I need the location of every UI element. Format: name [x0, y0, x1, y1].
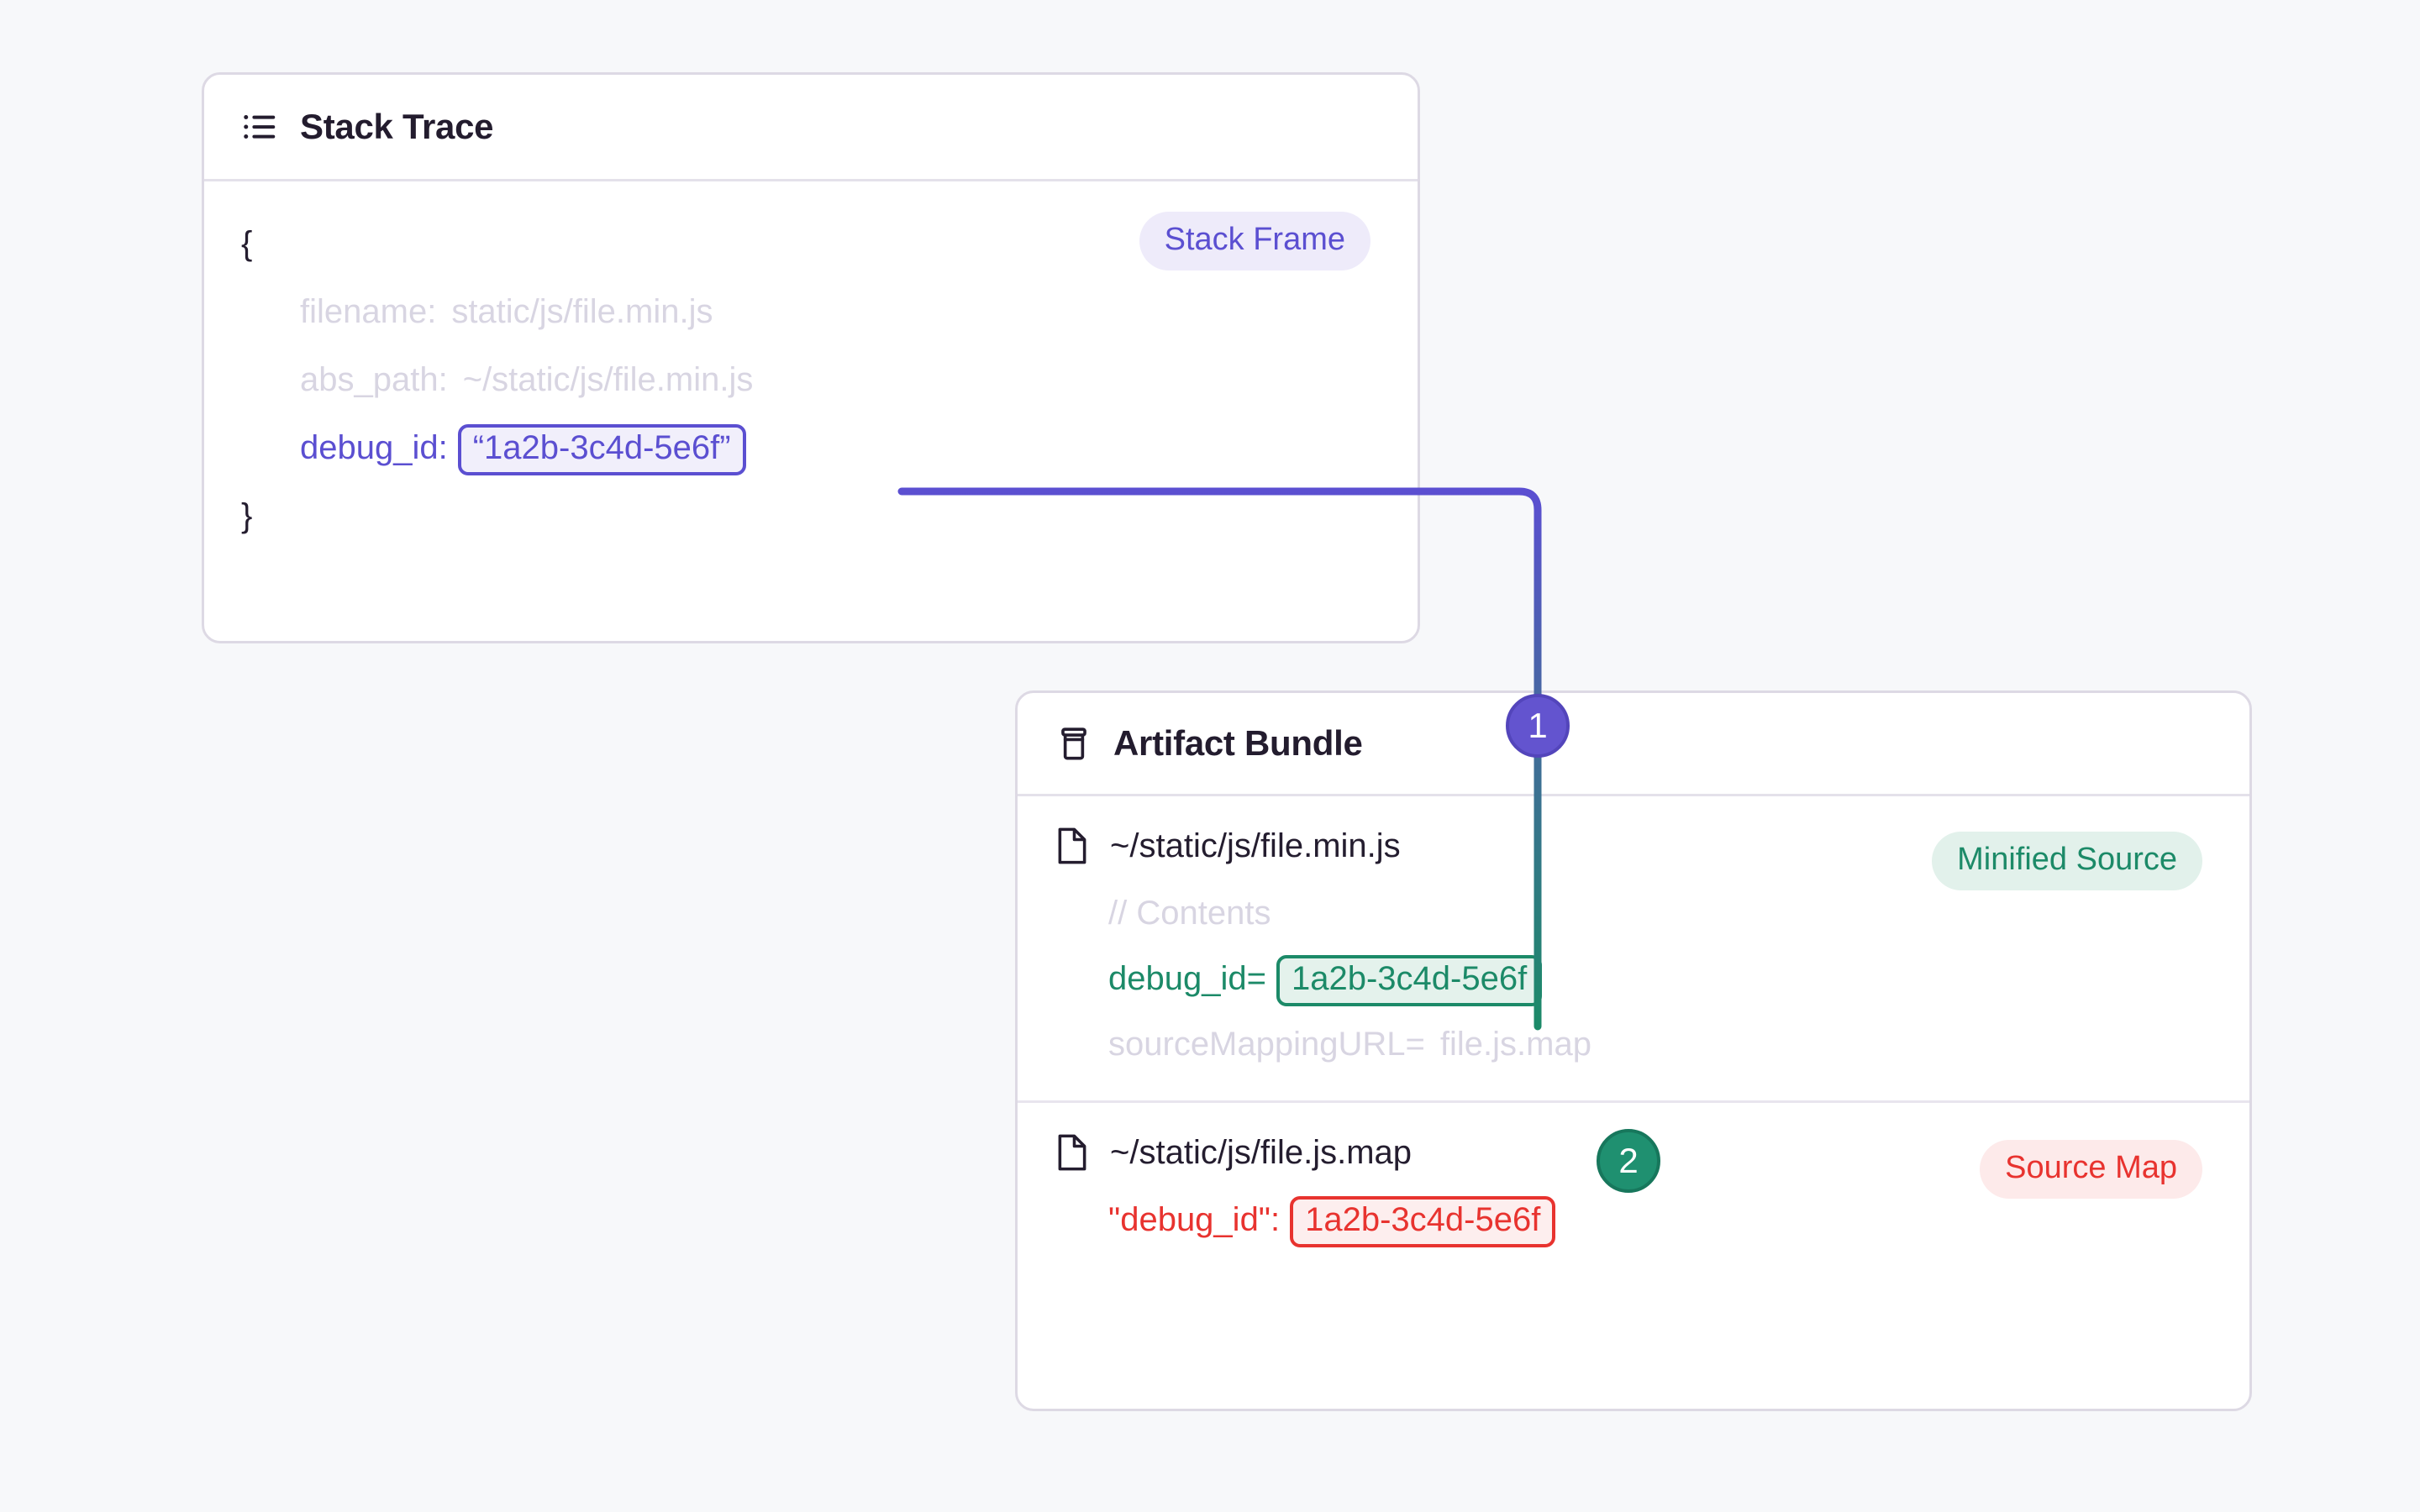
field-debug-id: debug_id:“1a2b-3c4d-5e6f”: [241, 414, 1381, 482]
minified-sourcemappingurl-value: file.js.map: [1439, 1026, 1591, 1063]
minified-contents-comment-text: // Contents: [1108, 895, 1271, 932]
source-map-file-line: ~/static/js/file.js.map: [1055, 1133, 2212, 1172]
field-filename-value: static/js/file.min.js: [451, 293, 713, 330]
package-icon: [1055, 724, 1093, 763]
minified-source-file-name: ~/static/js/file.min.js: [1110, 827, 1401, 864]
minified-sourcemappingurl-key: sourceMappingURL=: [1108, 1026, 1425, 1063]
artifact-bundle-header: Artifact Bundle: [1018, 693, 2249, 796]
stack-trace-header: Stack Trace: [204, 75, 1418, 181]
source-map-debug-id-value[interactable]: 1a2b-3c4d-5e6f: [1290, 1196, 1556, 1247]
open-brace: {: [241, 225, 253, 262]
step-badge-2[interactable]: 2: [1597, 1129, 1660, 1193]
stack-trace-card: Stack Trace Stack Frame { filename: stati…: [202, 72, 1420, 643]
source-map-debug-id-key: "debug_id":: [1108, 1201, 1281, 1238]
minified-debug-id-key: debug_id=: [1108, 960, 1266, 997]
field-debug-id-key: debug_id:: [300, 429, 448, 466]
stack-trace-body: Stack Frame { filename: static/js/file.mi…: [204, 181, 1418, 587]
field-abs-path-key: abs_path:: [300, 361, 448, 398]
field-filename-key: filename:: [300, 293, 437, 330]
artifact-bundle-title: Artifact Bundle: [1113, 723, 1363, 763]
list-icon: [241, 108, 280, 146]
file-icon: [1055, 1133, 1090, 1172]
step-badge-1[interactable]: 1: [1506, 694, 1570, 758]
minified-debug-id-line: debug_id= 1a2b-3c4d-5e6f: [1055, 946, 2212, 1011]
field-abs-path-value: ~/static/js/file.min.js: [462, 361, 754, 398]
minified-source-badge: Minified Source: [1932, 832, 2202, 890]
artifact-row-minified-source: Minified Source ~/static/js/file.min.js …: [1018, 796, 2249, 1100]
minified-sourcemappingurl-line: sourceMappingURL= file.js.map: [1055, 1011, 2212, 1077]
field-abs-path: abs_path: ~/static/js/file.min.js: [241, 346, 1381, 414]
source-map-badge: Source Map: [1980, 1140, 2202, 1199]
stack-frame-badge: Stack Frame: [1139, 212, 1370, 270]
field-debug-id-value[interactable]: “1a2b-3c4d-5e6f”: [457, 424, 746, 475]
artifact-row-source-map: Source Map ~/static/js/file.js.map "debu…: [1018, 1100, 2249, 1276]
source-map-debug-id-line: "debug_id":1a2b-3c4d-5e6f: [1055, 1187, 2212, 1252]
artifact-bundle-card: Artifact Bundle Minified Source ~/static…: [1015, 690, 2252, 1411]
close-brace: }: [241, 497, 253, 534]
minified-debug-id-value[interactable]: 1a2b-3c4d-5e6f: [1276, 955, 1543, 1006]
source-map-file-name: ~/static/js/file.js.map: [1110, 1133, 1413, 1171]
field-filename: filename: static/js/file.min.js: [241, 278, 1381, 346]
stack-trace-title: Stack Trace: [300, 107, 494, 146]
file-icon: [1055, 827, 1090, 865]
